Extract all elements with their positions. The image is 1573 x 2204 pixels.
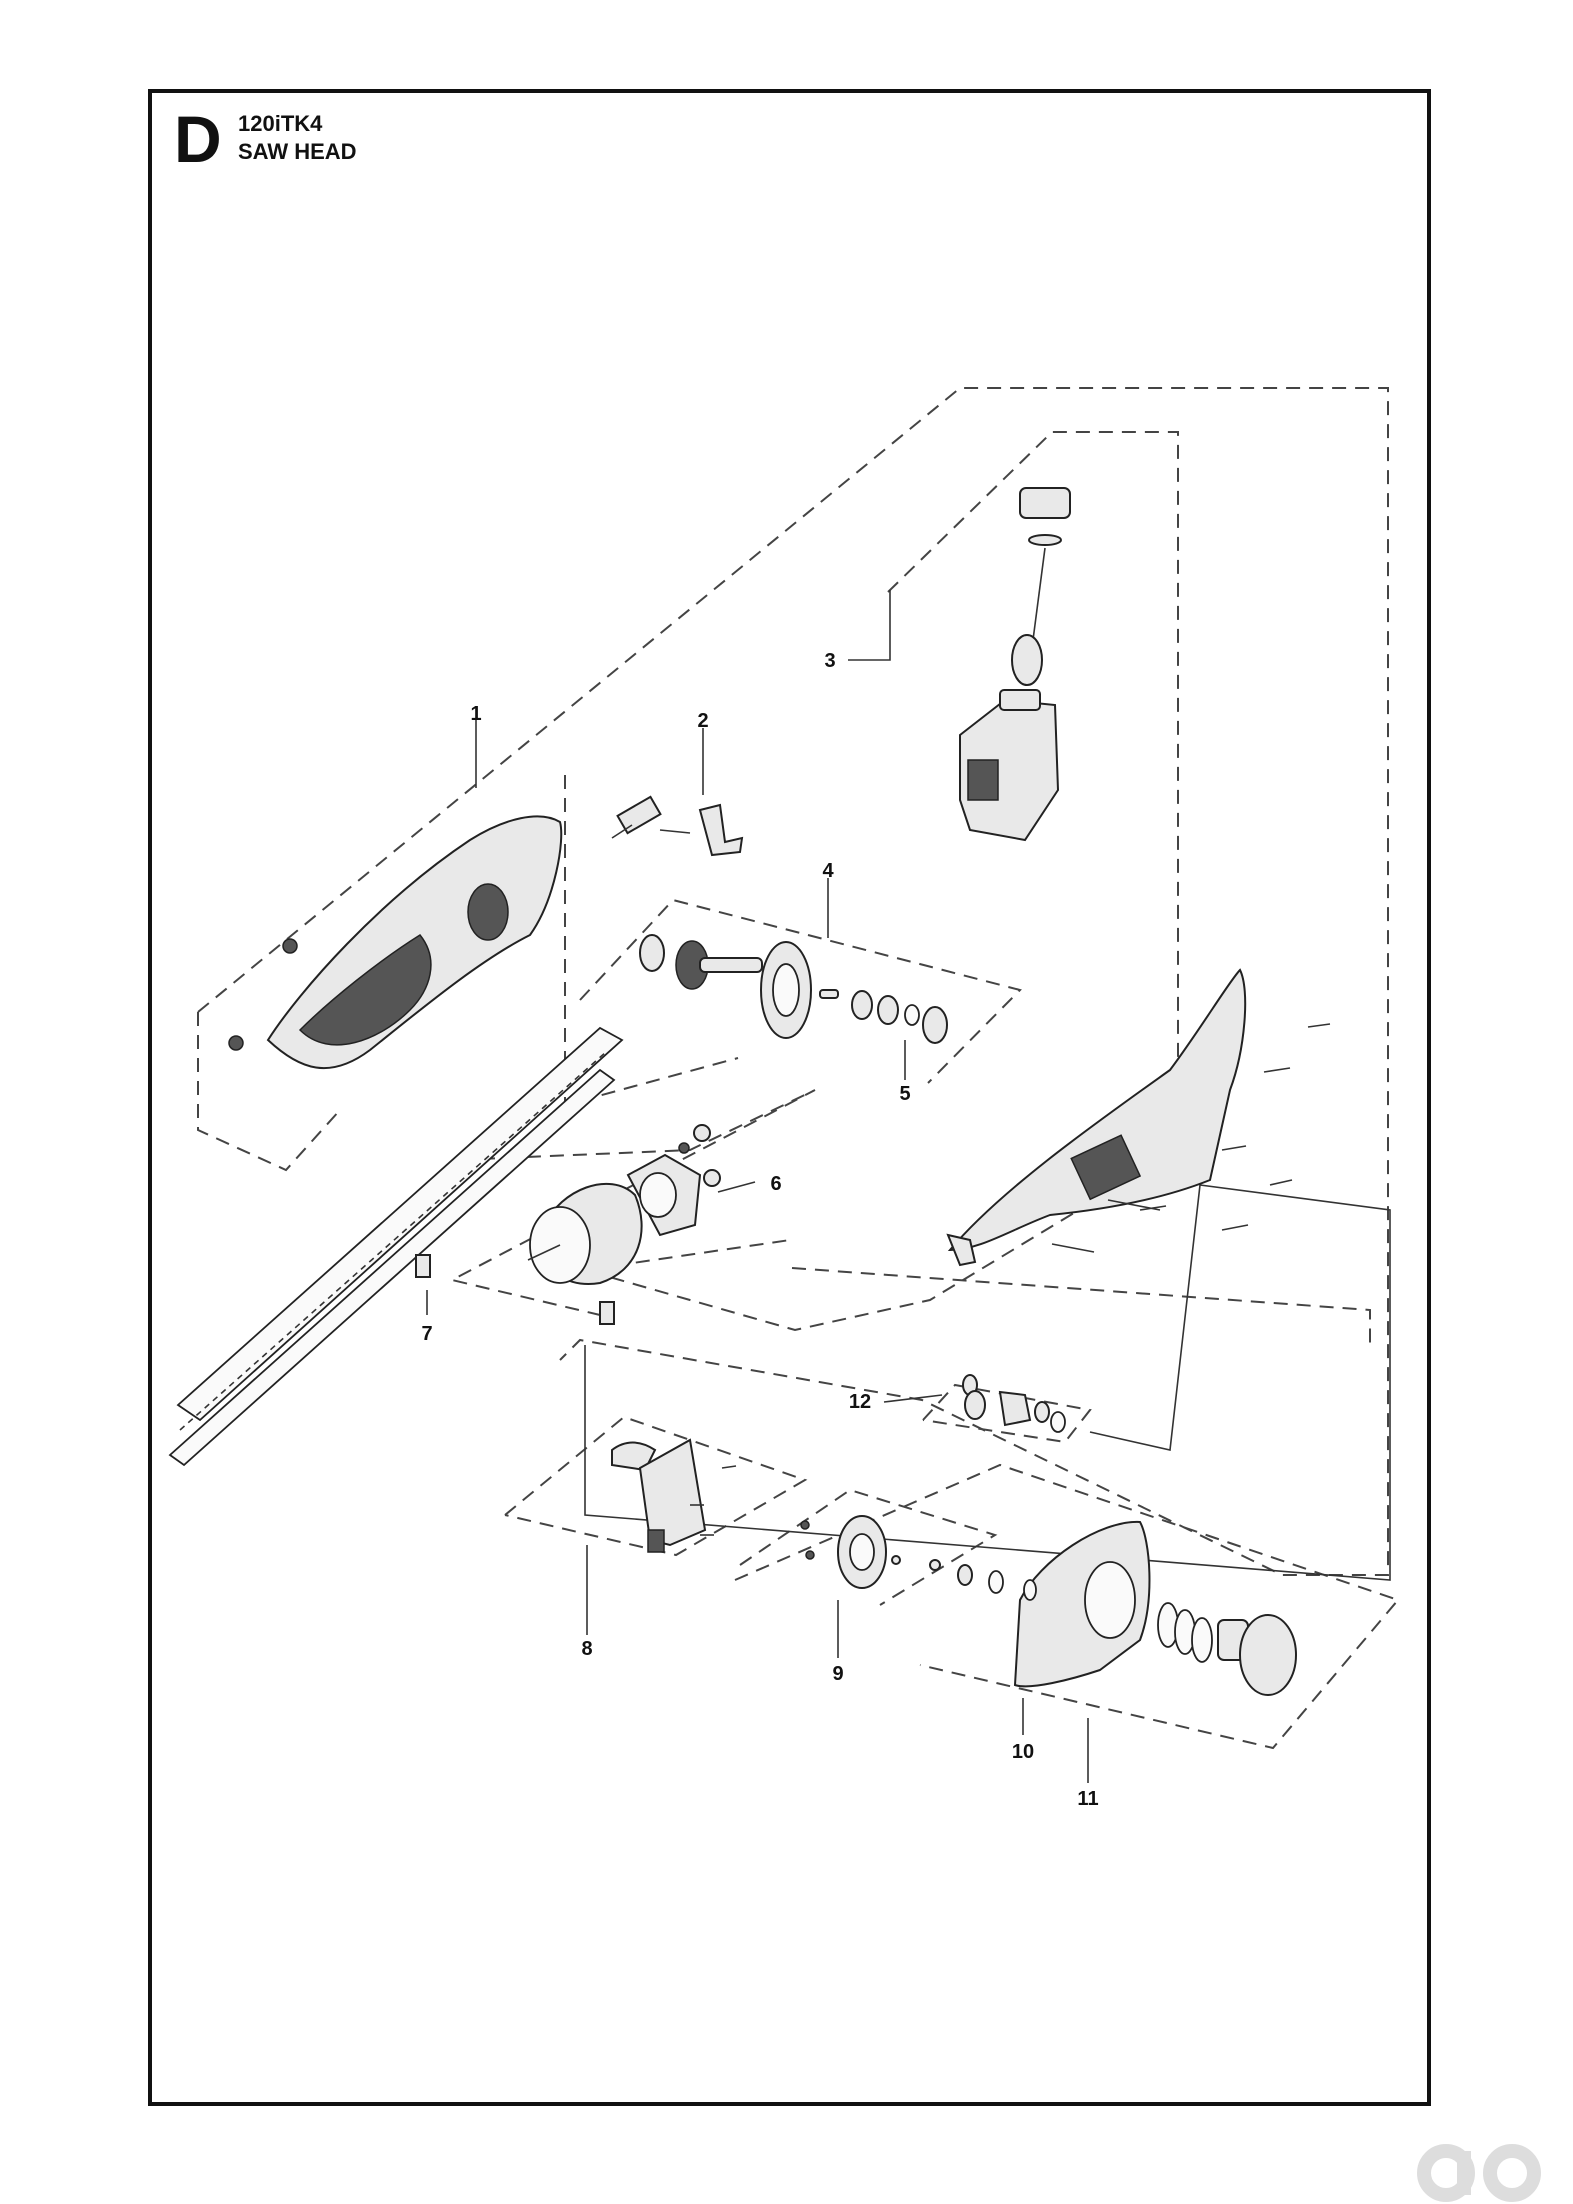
drawing-frame xyxy=(148,89,1431,2106)
callout-4: 4 xyxy=(822,860,834,882)
callout-8: 8 xyxy=(581,1638,592,1660)
leader-lines xyxy=(426,590,1391,1783)
part-brake-plate xyxy=(611,1438,737,1553)
watermark-logo-icon xyxy=(1417,2144,1541,2202)
part-left-housing xyxy=(228,815,563,1070)
outline-oil-tank xyxy=(584,431,1179,1332)
outline-chain-cover xyxy=(734,1463,1400,1750)
part-chain-cover xyxy=(1013,1520,1297,1696)
part-sprocket xyxy=(800,1515,1004,1594)
callout-11: 11 xyxy=(1077,1788,1098,1810)
part-brushes xyxy=(415,1254,615,1325)
outline-left-housing xyxy=(197,1012,341,1172)
callout-6: 6 xyxy=(770,1173,781,1195)
outline-gear-set xyxy=(579,898,1022,1084)
callout-10: 10 xyxy=(1012,1741,1034,1763)
callout-labels: 1 2 3 4 5 6 7 8 9 10 11 12 xyxy=(421,650,1098,1810)
outline-right-housing xyxy=(791,1267,1371,1350)
part-washer-set xyxy=(962,1374,1066,1433)
callout-1: 1 xyxy=(470,703,481,725)
callout-2: 2 xyxy=(697,710,708,732)
part-gear-set xyxy=(639,934,948,1044)
callout-3: 3 xyxy=(824,650,835,672)
section-name: SAW HEAD xyxy=(238,139,357,164)
callout-9: 9 xyxy=(832,1663,843,1685)
callout-7: 7 xyxy=(421,1323,432,1345)
part-oil-tank xyxy=(959,487,1071,842)
callout-5: 5 xyxy=(899,1083,910,1105)
part-motor xyxy=(527,1124,721,1285)
callout-12: 12 xyxy=(849,1391,871,1413)
model-code: 120iTK4 xyxy=(238,111,323,136)
outline-motor-set xyxy=(449,1089,816,1316)
pole-tube xyxy=(168,1026,624,1467)
outline-washer-set xyxy=(922,1383,1092,1444)
section-letter: D xyxy=(174,102,222,176)
part-right-housing xyxy=(946,968,1331,1267)
part-bracket xyxy=(611,795,744,857)
